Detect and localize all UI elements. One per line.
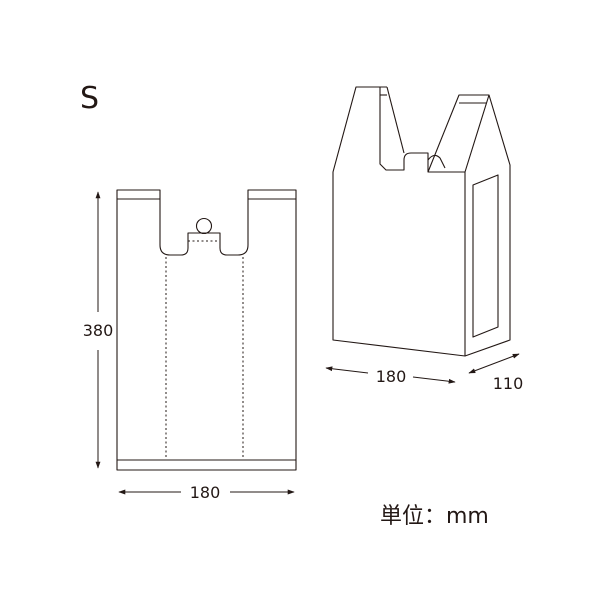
opened-bag-side-gusset [472, 174, 499, 338]
opened-bag-left-handle-inner [386, 86, 405, 154]
depth-label: 110 [493, 374, 524, 393]
flat-bag [116, 189, 297, 471]
hanger-hole [195, 217, 213, 235]
unit-label: 単位：mm [380, 504, 489, 529]
flat-width-dimension: 180 [118, 483, 295, 502]
flat-bag-outline [116, 189, 297, 471]
opened-width-arrow-left [325, 366, 369, 374]
opened-bag-side-panel [464, 94, 511, 357]
size-label: S [80, 81, 99, 116]
height-dimension: 380 [83, 191, 114, 469]
opened-bag-right-handle-front [427, 94, 490, 173]
opened-width-dimension: 180 [325, 366, 456, 386]
depth-arrow [468, 353, 520, 374]
opened-width-label: 180 [376, 367, 407, 386]
opened-bag-front-outline [332, 86, 466, 357]
opened-bag-handle-notch [427, 154, 446, 169]
opened-width-arrow-right [412, 376, 456, 384]
height-label: 380 [83, 321, 114, 340]
depth-dimension: 110 [468, 353, 524, 393]
flat-width-label: 180 [190, 483, 221, 502]
opened-bag [332, 86, 511, 357]
